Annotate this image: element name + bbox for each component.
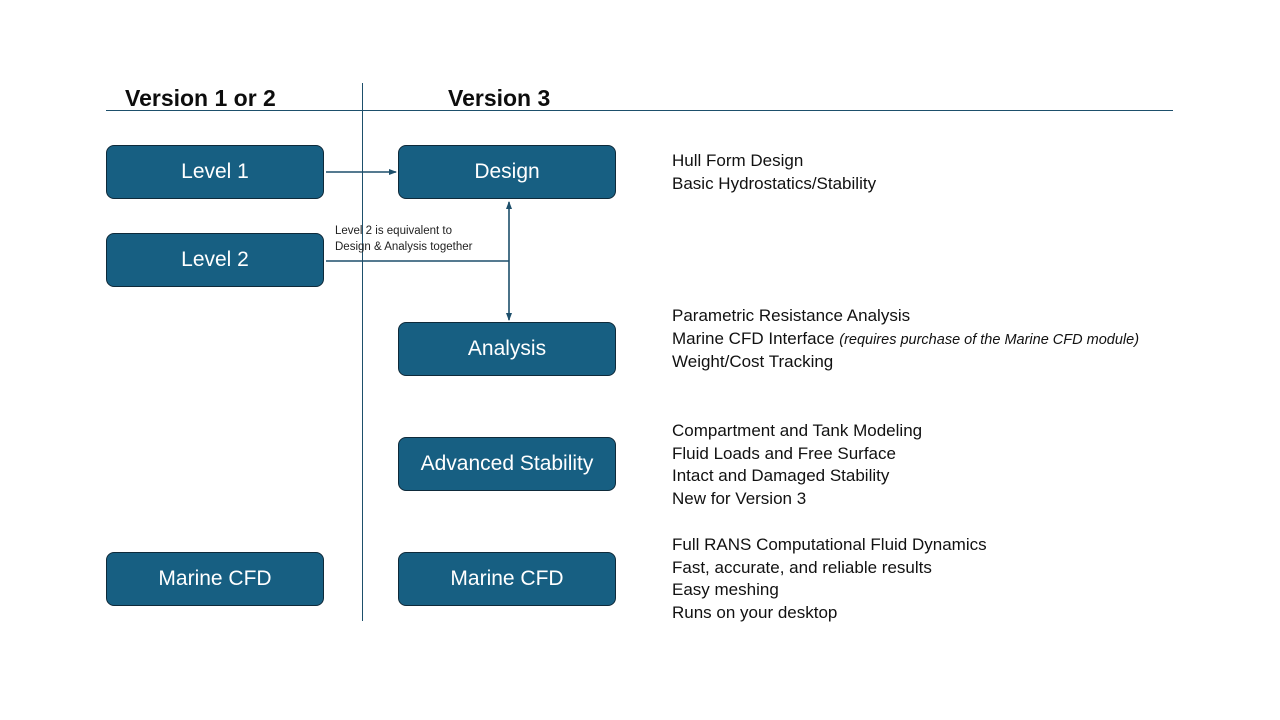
box-analysis[interactable]: Analysis bbox=[398, 322, 616, 376]
desc-item: Easy meshing bbox=[672, 580, 779, 599]
desc-item: Runs on your desktop bbox=[672, 602, 838, 622]
design-description: Hull Form Design Basic Hydrostatics/Stab… bbox=[672, 150, 876, 195]
note-line-1: Level 2 is equivalent to bbox=[335, 225, 452, 237]
level2-equivalence-note: Level 2 is equivalent to Design & Analys… bbox=[335, 223, 472, 255]
heading-version-3: Version 3 bbox=[448, 85, 551, 111]
desc-item-note: (requires purchase of the Marine CFD mod… bbox=[839, 331, 1140, 348]
desc-item: Fast, accurate, and reliable results bbox=[672, 557, 932, 577]
column-divider-line bbox=[362, 83, 363, 621]
desc-item-main: Marine CFD Interface bbox=[672, 328, 835, 348]
desc-item: Marine CFD Interface (requires purchase … bbox=[672, 328, 1139, 352]
desc-item: Fluid Loads and Free Surface bbox=[672, 443, 896, 463]
box-label: Marine CFD bbox=[158, 567, 272, 590]
marine-cfd-description: Full RANS Computational Fluid Dynamics F… bbox=[672, 534, 987, 624]
box-label: Analysis bbox=[467, 337, 547, 360]
analysis-description: Parametric Resistance Analysis Marine CF… bbox=[672, 305, 1139, 374]
box-advanced-stability[interactable]: Advanced Stability bbox=[398, 437, 616, 491]
heading-version-1-or-2: Version 1 or 2 bbox=[125, 85, 276, 111]
box-marine-cfd-v1-2[interactable]: Marine CFD bbox=[106, 552, 324, 606]
box-label: Marine CFD bbox=[450, 567, 564, 590]
desc-item: New for Version 3 bbox=[672, 488, 807, 508]
desc-item: Weight/Cost Tracking bbox=[672, 352, 834, 371]
desc-item: Parametric Resistance Analysis bbox=[672, 306, 911, 325]
box-level-1[interactable]: Level 1 bbox=[106, 145, 324, 199]
desc-item: Full RANS Computational Fluid Dynamics bbox=[672, 535, 987, 554]
advanced-stability-description: Compartment and Tank Modeling Fluid Load… bbox=[672, 420, 922, 510]
box-marine-cfd-v3[interactable]: Marine CFD bbox=[398, 552, 616, 606]
box-level-2[interactable]: Level 2 bbox=[106, 233, 324, 287]
box-design[interactable]: Design bbox=[398, 145, 616, 199]
box-label: Level 2 bbox=[181, 248, 249, 271]
desc-item: Intact and Damaged Stability bbox=[672, 466, 890, 485]
box-label: Design bbox=[474, 160, 540, 183]
desc-item: Hull Form Design bbox=[672, 151, 804, 170]
box-label: Advanced Stability bbox=[420, 452, 594, 475]
note-line-2: Design & Analysis together bbox=[335, 241, 473, 253]
box-label: Level 1 bbox=[181, 160, 249, 183]
desc-item: Compartment and Tank Modeling bbox=[672, 421, 923, 440]
desc-item: Basic Hydrostatics/Stability bbox=[672, 173, 877, 193]
header-divider-line bbox=[106, 110, 1173, 111]
